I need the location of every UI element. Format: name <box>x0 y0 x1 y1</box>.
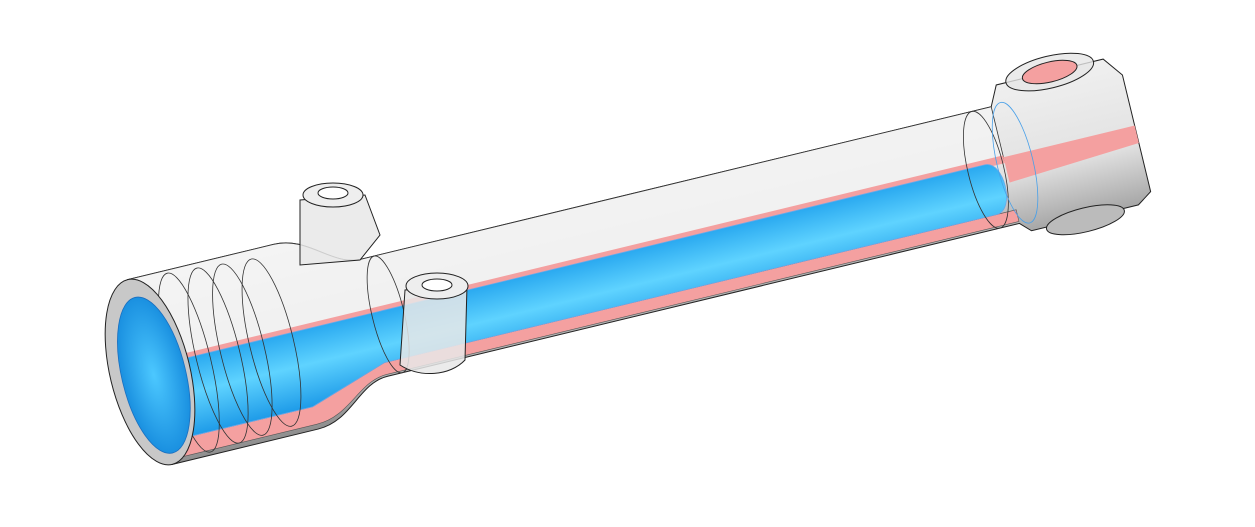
section-cut-lower <box>166 209 1020 460</box>
head-grooves <box>158 101 1039 453</box>
bore-surface <box>148 164 1007 443</box>
section-cut-rod-end <box>1003 125 1139 183</box>
port-upper <box>299 182 381 266</box>
open-end-bore <box>117 296 191 454</box>
cylinder-assembly <box>104 52 1152 466</box>
port-lower <box>399 272 469 375</box>
clevis-eye <box>1005 52 1125 236</box>
